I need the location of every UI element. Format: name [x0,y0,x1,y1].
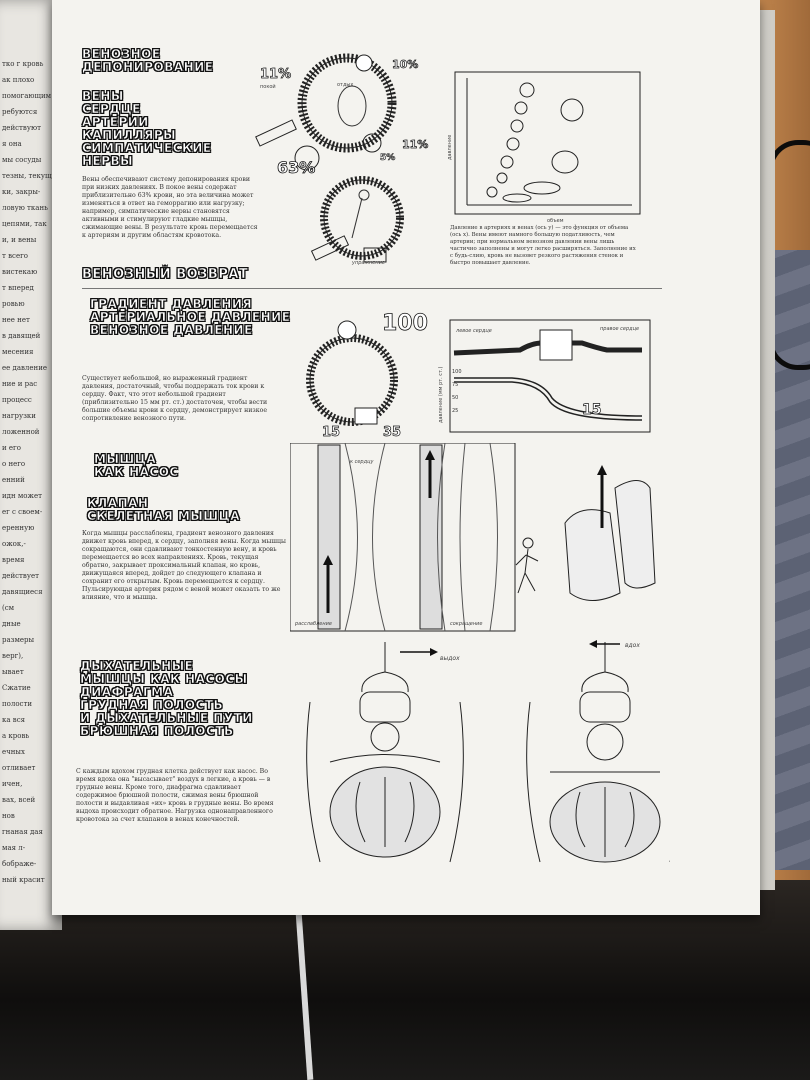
left-page-line: верг), [2,652,24,660]
label-relaxation: расслабление [294,621,332,627]
left-page-line: т вперед [2,284,34,292]
label-exercise: упражнение [351,260,385,266]
left-page-line: в давящей [2,332,41,340]
label-to-heart: к сердцу [350,459,374,465]
respiratory-pump-title: Дыхательные мышцы как насосы Диафрагма Г… [80,659,253,738]
percent-top: 10% [392,58,418,71]
compliance-caption: Давление в артериях и венах (ось у) — эт… [450,225,636,266]
left-page-line: ичен, [2,780,23,788]
left-page-line: мая л- [2,844,26,852]
left-page-line: ожок,- [2,540,26,548]
left-page-line: о него [2,460,26,468]
label-inhale: вдох [625,642,640,649]
left-page-line: ние и рас [2,380,38,388]
compliance-xlabel: объем [547,218,564,224]
left-page-line: и, и вены [2,236,37,244]
pressure-value-bottom-right: 35 [383,425,401,440]
left-page-line: ка вся [2,716,26,724]
left-page-line: нее нет [2,316,30,324]
left-page-line: цепями, так [2,220,47,228]
label-left-heart: левое сердце [455,328,492,334]
left-page-line: ее давление [2,364,47,372]
left-page-line: идн может [2,492,42,500]
pressure-tick-100: 100 [452,369,462,375]
left-page-line: нов [2,812,15,820]
left-page-line: тезны, текущих [2,172,61,180]
pressure-tick-50: 50 [452,395,458,401]
depot-circulation-diagram: 11% 10% 11% 63% 5% покой отдых упражнени… [255,53,429,266]
percent-bottom-left: 63% [277,158,315,177]
muscle-pump-subtitle: Клапан Скелетная мышца [87,496,241,523]
venous-depot-text: Вены обеспечивают систему депонирования … [82,176,258,239]
left-page-line: отливает [2,764,36,772]
left-page-line: давящиеся [2,588,43,596]
left-page-line: нагрузки [2,412,36,420]
left-page: тко г кровь ак плохо помогающим ребуются дей… [0,0,62,930]
left-page-line: размеры [2,636,35,644]
left-page-line: бображе- [2,860,37,868]
pressure-tick-25: 25 [452,408,458,414]
left-page-line: время [2,556,25,564]
venous-depot-title: Венозное депонирование [82,47,214,74]
label-top: отдых [337,82,353,88]
percent-right: 11% [402,138,428,151]
left-page-line: ровью [2,300,25,308]
muscle-pump-title: Мышца как насос [94,452,179,479]
left-page-line: енний [2,476,25,484]
left-page-line: действуют [2,124,41,132]
left-page-line: а кровь [2,732,30,740]
left-page-line: ный красит [2,876,45,884]
left-page-line: тко г кровь [2,60,44,68]
left-page-line: я она [2,140,22,148]
left-page-line: полости [2,700,32,708]
left-page-line: вах, всей [2,796,36,804]
left-page-line: ребуются [2,108,38,116]
left-page-line: еренную [2,524,35,532]
pressure-value-bottom-left: 15 [322,425,340,440]
pressure-tick-75: 75 [452,382,458,388]
venous-depot-subtitles: Вены Сердце Артерии Капилляры Симпатичес… [82,89,212,168]
label-rest: покой [260,83,276,90]
left-page-line: т всего [2,252,28,260]
left-page-line: процесс [2,396,32,404]
percent-left: 11% [260,67,291,82]
left-page-line: ывает [2,668,24,676]
respiratory-pump-diagram: выдох вдох [306,640,670,863]
left-page-line: дные [2,620,21,628]
muscle-pump-diagram: к сердцу расслабление сокращение [290,443,656,632]
left-page-line: месения [2,348,34,356]
book-page: Венозное депонирование Вены Сердце Артер… [52,0,760,915]
left-page-line: мы сосуды [2,156,42,164]
pressure-value-top: 100 [382,311,428,336]
pressure-graph-ylabel: давление (мм рт. ст.) [438,366,444,423]
left-page-line: ег с своем- [2,508,43,516]
left-page-line: помогающим [2,92,52,100]
left-page-line: ак плохо [2,76,35,84]
label-exhale: выдох [440,655,460,662]
left-page-line: и его [2,444,21,452]
left-page-line: Сжатие [2,684,31,692]
left-page-line: ложенной [2,428,40,436]
label-contraction: сокращение [450,621,482,627]
compliance-graph: давление объем [447,71,641,224]
respiratory-pump-text: С каждым вдохом грудная клетка действует… [76,768,274,823]
pressure-profile-graph: давление (мм рт. ст.) 100 75 50 25 левое… [438,319,651,433]
left-page-line: ки, закры- [2,188,41,196]
left-page-line: (см [2,604,15,612]
left-page-line: гнаная дая [2,828,43,836]
venous-return-title: Венозный возврат [82,267,249,282]
percent-bottom-right: 5% [380,153,395,163]
muscle-pump-text: Когда мышцы расслаблены, градиент венозн… [82,530,286,601]
section-divider [82,288,662,289]
left-page-line: действует [2,572,39,580]
left-page-line: вистекаю [2,268,38,276]
left-page-line: ловую ткань [2,204,48,212]
pressure-ring-diagram: 100 15 35 [306,311,428,440]
pressure-graph-value: 15 [582,402,601,418]
label-right-heart: правое сердце [600,326,639,332]
compliance-ylabel: давление [447,135,453,160]
pressure-gradient-text: Существует небольшой, но выраженный град… [82,375,268,422]
pressure-gradient-title: Градиент давления Артериальное давление … [90,297,291,337]
left-page-line: ечных [2,748,25,756]
